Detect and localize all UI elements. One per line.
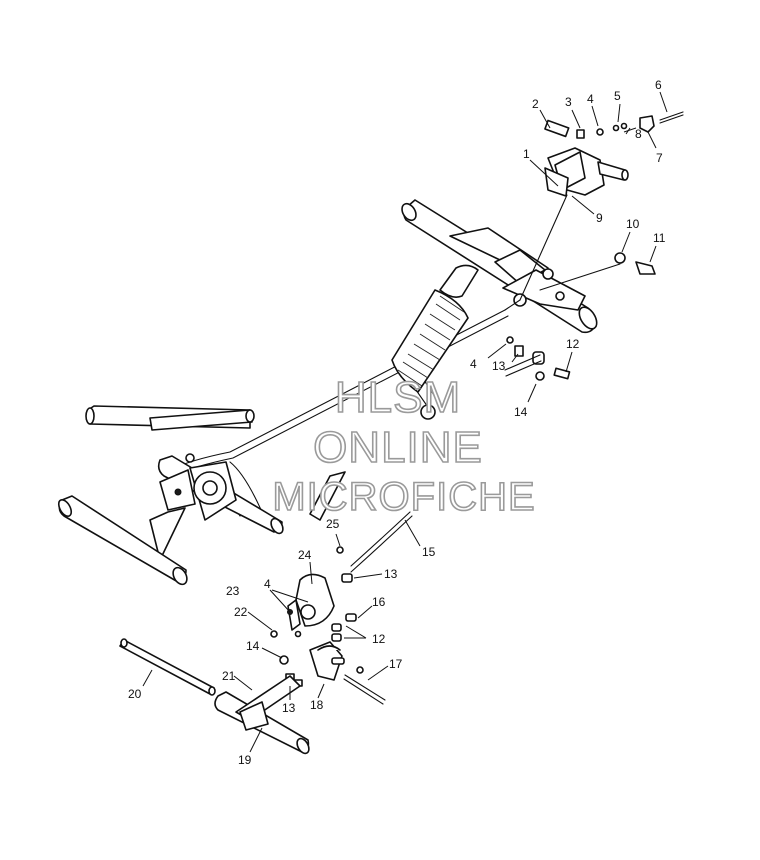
callout-20: 20 — [128, 687, 142, 701]
watermark-line-1: HLSM — [335, 373, 461, 422]
callout-4-secondary: 4 — [470, 357, 477, 371]
callout-17: 17 — [389, 657, 403, 671]
callout-12: 12 — [566, 337, 580, 351]
callout-7: 7 — [656, 151, 663, 165]
callout-18: 18 — [310, 698, 324, 712]
callout-9: 9 — [596, 211, 603, 225]
rear-arm-assembly — [57, 453, 284, 586]
callout-24: 24 — [298, 548, 312, 562]
callout-13: 13 — [492, 359, 506, 373]
callout-13-bottom: 13 — [282, 701, 296, 715]
callout-3: 3 — [565, 95, 572, 109]
shock-spring — [391, 264, 479, 420]
callout-14-lower: 14 — [246, 639, 260, 653]
watermark: HLSM ONLINE MICROFICHE — [272, 372, 536, 520]
leader-lines — [142, 91, 668, 753]
callout-25: 25 — [326, 517, 340, 531]
callout-2: 2 — [532, 97, 539, 111]
right-hardware — [504, 252, 656, 381]
callout-4: 4 — [587, 92, 594, 106]
callout-1: 1 — [523, 147, 530, 161]
upper-front-shaft — [401, 199, 598, 334]
callout-15: 15 — [422, 545, 436, 559]
upper-bracket-assembly — [544, 111, 684, 197]
callout-6: 6 — [655, 78, 662, 92]
callout-8: 8 — [635, 127, 642, 141]
callout-10: 10 — [626, 217, 640, 231]
callout-23: 23 — [226, 584, 240, 598]
callout-12-lower: 12 — [372, 632, 386, 646]
watermark-line-2: ONLINE — [313, 423, 483, 472]
callout-16: 16 — [372, 595, 386, 609]
rear-upper-shaft — [85, 405, 346, 521]
lower-exploded-parts — [270, 511, 413, 705]
callout-13-lower: 13 — [384, 567, 398, 581]
callout-22: 22 — [234, 605, 248, 619]
callout-21: 21 — [222, 669, 236, 683]
callout-14: 14 — [514, 405, 528, 419]
callout-19: 19 — [238, 753, 252, 767]
lower-rear-shafts — [119, 638, 310, 755]
callout-5: 5 — [614, 89, 621, 103]
callout-labels: 1 2 3 4 5 6 7 8 9 10 11 12 13 14 15 16 1… — [128, 78, 666, 767]
callout-4-lower: 4 — [264, 577, 271, 591]
watermark-line-3: MICROFICHE — [272, 475, 535, 519]
callout-11: 11 — [653, 231, 666, 245]
